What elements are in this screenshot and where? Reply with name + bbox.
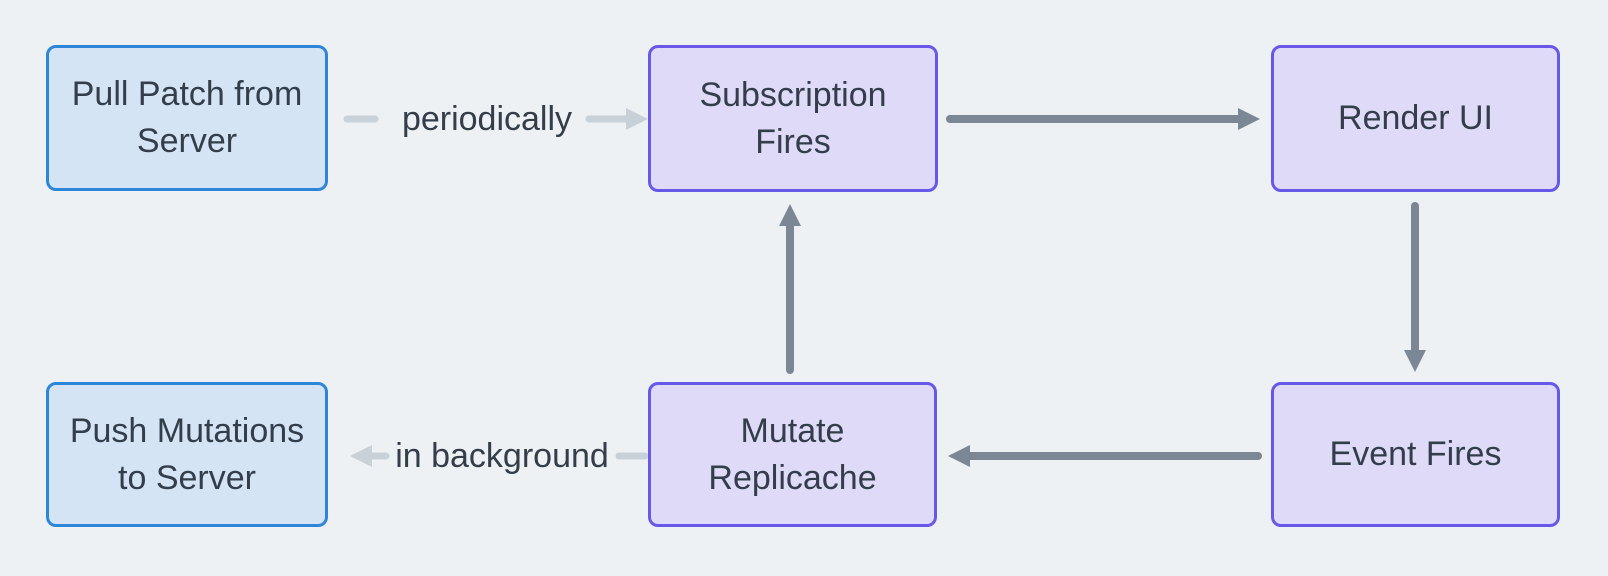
node-render-ui: Render UI: [1271, 45, 1560, 192]
node-label-event-fires: Event Fires: [1329, 435, 1502, 473]
node-label-push-mutations-to-server: Push Mutations to Server: [69, 411, 305, 497]
node-mutate-replicache: Mutate Replicache: [648, 382, 937, 527]
edge-label-in-background: in background: [395, 437, 609, 475]
node-label-subscription-fires: Subscription Fires: [699, 75, 887, 161]
node-label-mutate-replicache: Mutate Replicache: [708, 411, 877, 497]
node-label-render-ui: Render UI: [1338, 99, 1493, 137]
node-label-pull-patch-from-server: Pull Patch from Server: [71, 75, 303, 160]
edge-label-periodically: periodically: [401, 100, 573, 138]
node-push-mutations-to-server: Push Mutations to Server: [46, 382, 328, 527]
node-subscription-fires: Subscription Fires: [648, 45, 938, 192]
node-event-fires: Event Fires: [1271, 382, 1560, 527]
node-pull-patch-from-server: Pull Patch from Server: [46, 45, 328, 191]
